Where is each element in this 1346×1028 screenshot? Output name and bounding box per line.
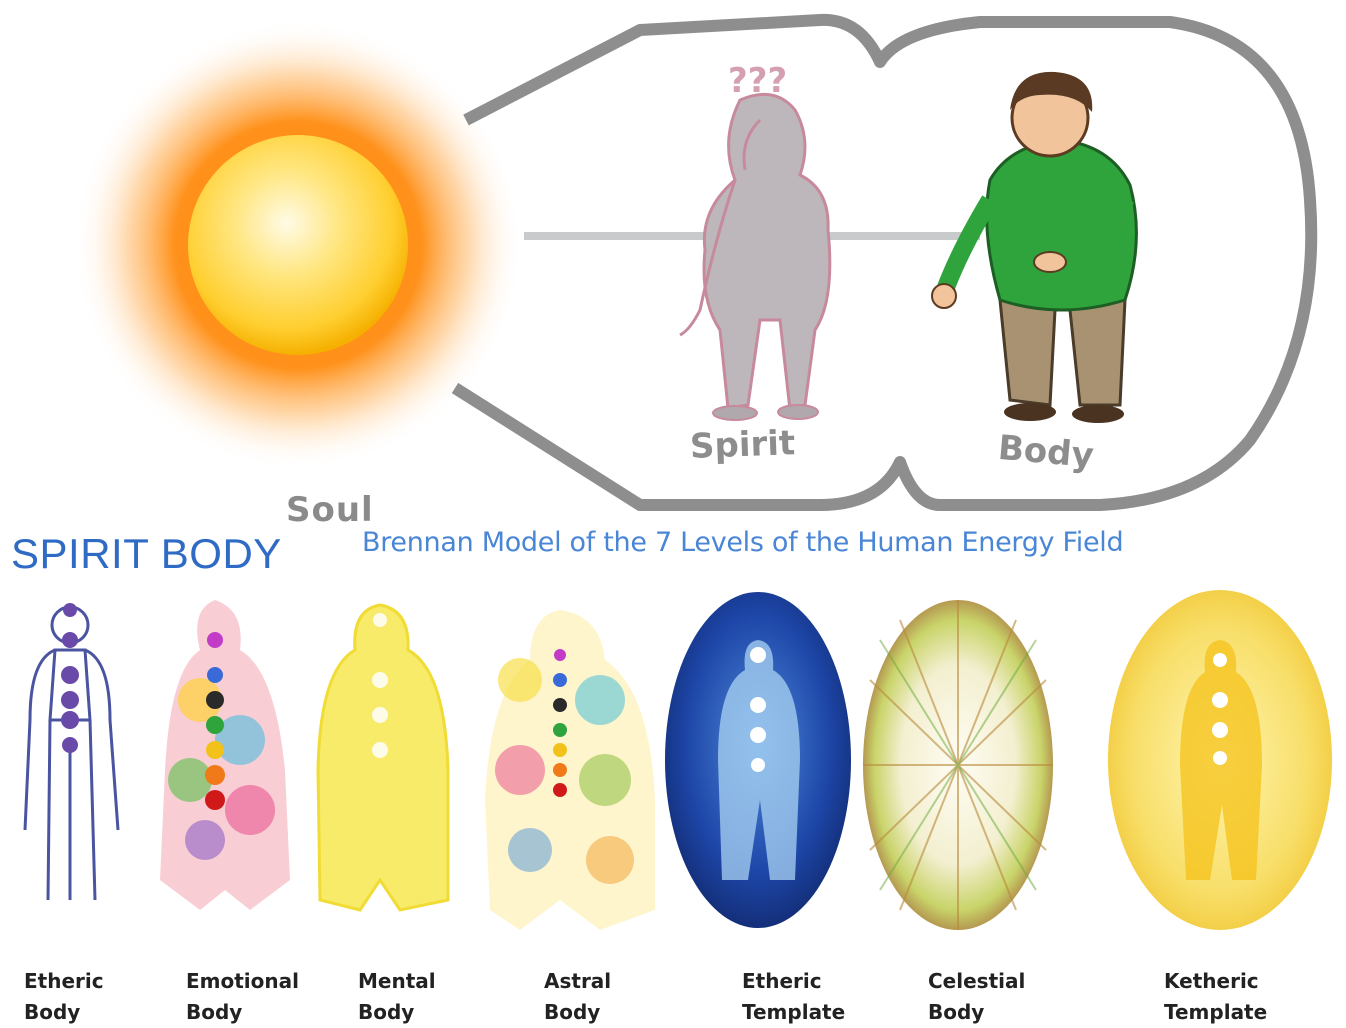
level-label-3: Mental Body <box>358 966 436 1028</box>
level-label-1: Etheric Body <box>24 966 104 1028</box>
etheric-chakras <box>61 603 79 753</box>
emotional-body-figure <box>160 600 290 910</box>
level-7-line1: Ketheric <box>1164 966 1267 997</box>
level-3-line2: Body <box>358 997 436 1028</box>
level-1-line1: Etheric <box>24 966 104 997</box>
etheric-body-figure <box>25 607 118 900</box>
level-6-line1: Celestial <box>928 966 1025 997</box>
level-label-5: Etheric Template <box>742 966 845 1028</box>
energy-field-levels <box>0 580 1346 960</box>
level-2-line1: Emotional <box>186 966 299 997</box>
level-5-line1: Etheric <box>742 966 845 997</box>
spirit-body-heading: SPIRIT BODY <box>11 530 282 578</box>
body-figure-label: Body <box>996 428 1095 476</box>
mental-body-figure <box>318 605 448 910</box>
body-figure <box>932 72 1136 423</box>
level-4-line1: Astral <box>544 966 611 997</box>
soul-sun <box>73 20 523 470</box>
level-3-line1: Mental <box>358 966 436 997</box>
level-label-2: Emotional Body <box>186 966 299 1028</box>
ketheric-template-figure <box>1108 590 1332 930</box>
soul-spirit-body-illustration: ??? <box>0 0 1346 520</box>
level-4-line2: Body <box>544 997 611 1028</box>
level-label-7: Ketheric Template <box>1164 966 1267 1028</box>
level-5-line2: Template <box>742 997 845 1028</box>
capsule-outline <box>455 20 1311 505</box>
spirit-figure-label: Spirit <box>689 423 795 467</box>
level-2-line2: Body <box>186 997 299 1028</box>
level-label-4: Astral Body <box>544 966 611 1028</box>
soul-label: Soul <box>286 490 374 530</box>
level-1-line2: Body <box>24 997 104 1028</box>
level-6-line2: Body <box>928 997 1025 1028</box>
level-label-6: Celestial Body <box>928 966 1025 1028</box>
etheric-template-figure <box>665 592 851 928</box>
brennan-model-title: Brennan Model of the 7 Levels of the Hum… <box>362 527 1123 558</box>
spirit-figure <box>680 94 830 420</box>
astral-body-figure <box>485 610 655 930</box>
question-marks: ??? <box>728 61 787 101</box>
celestial-body-figure <box>863 600 1053 930</box>
level-7-line2: Template <box>1164 997 1267 1028</box>
sun-core <box>188 135 408 355</box>
